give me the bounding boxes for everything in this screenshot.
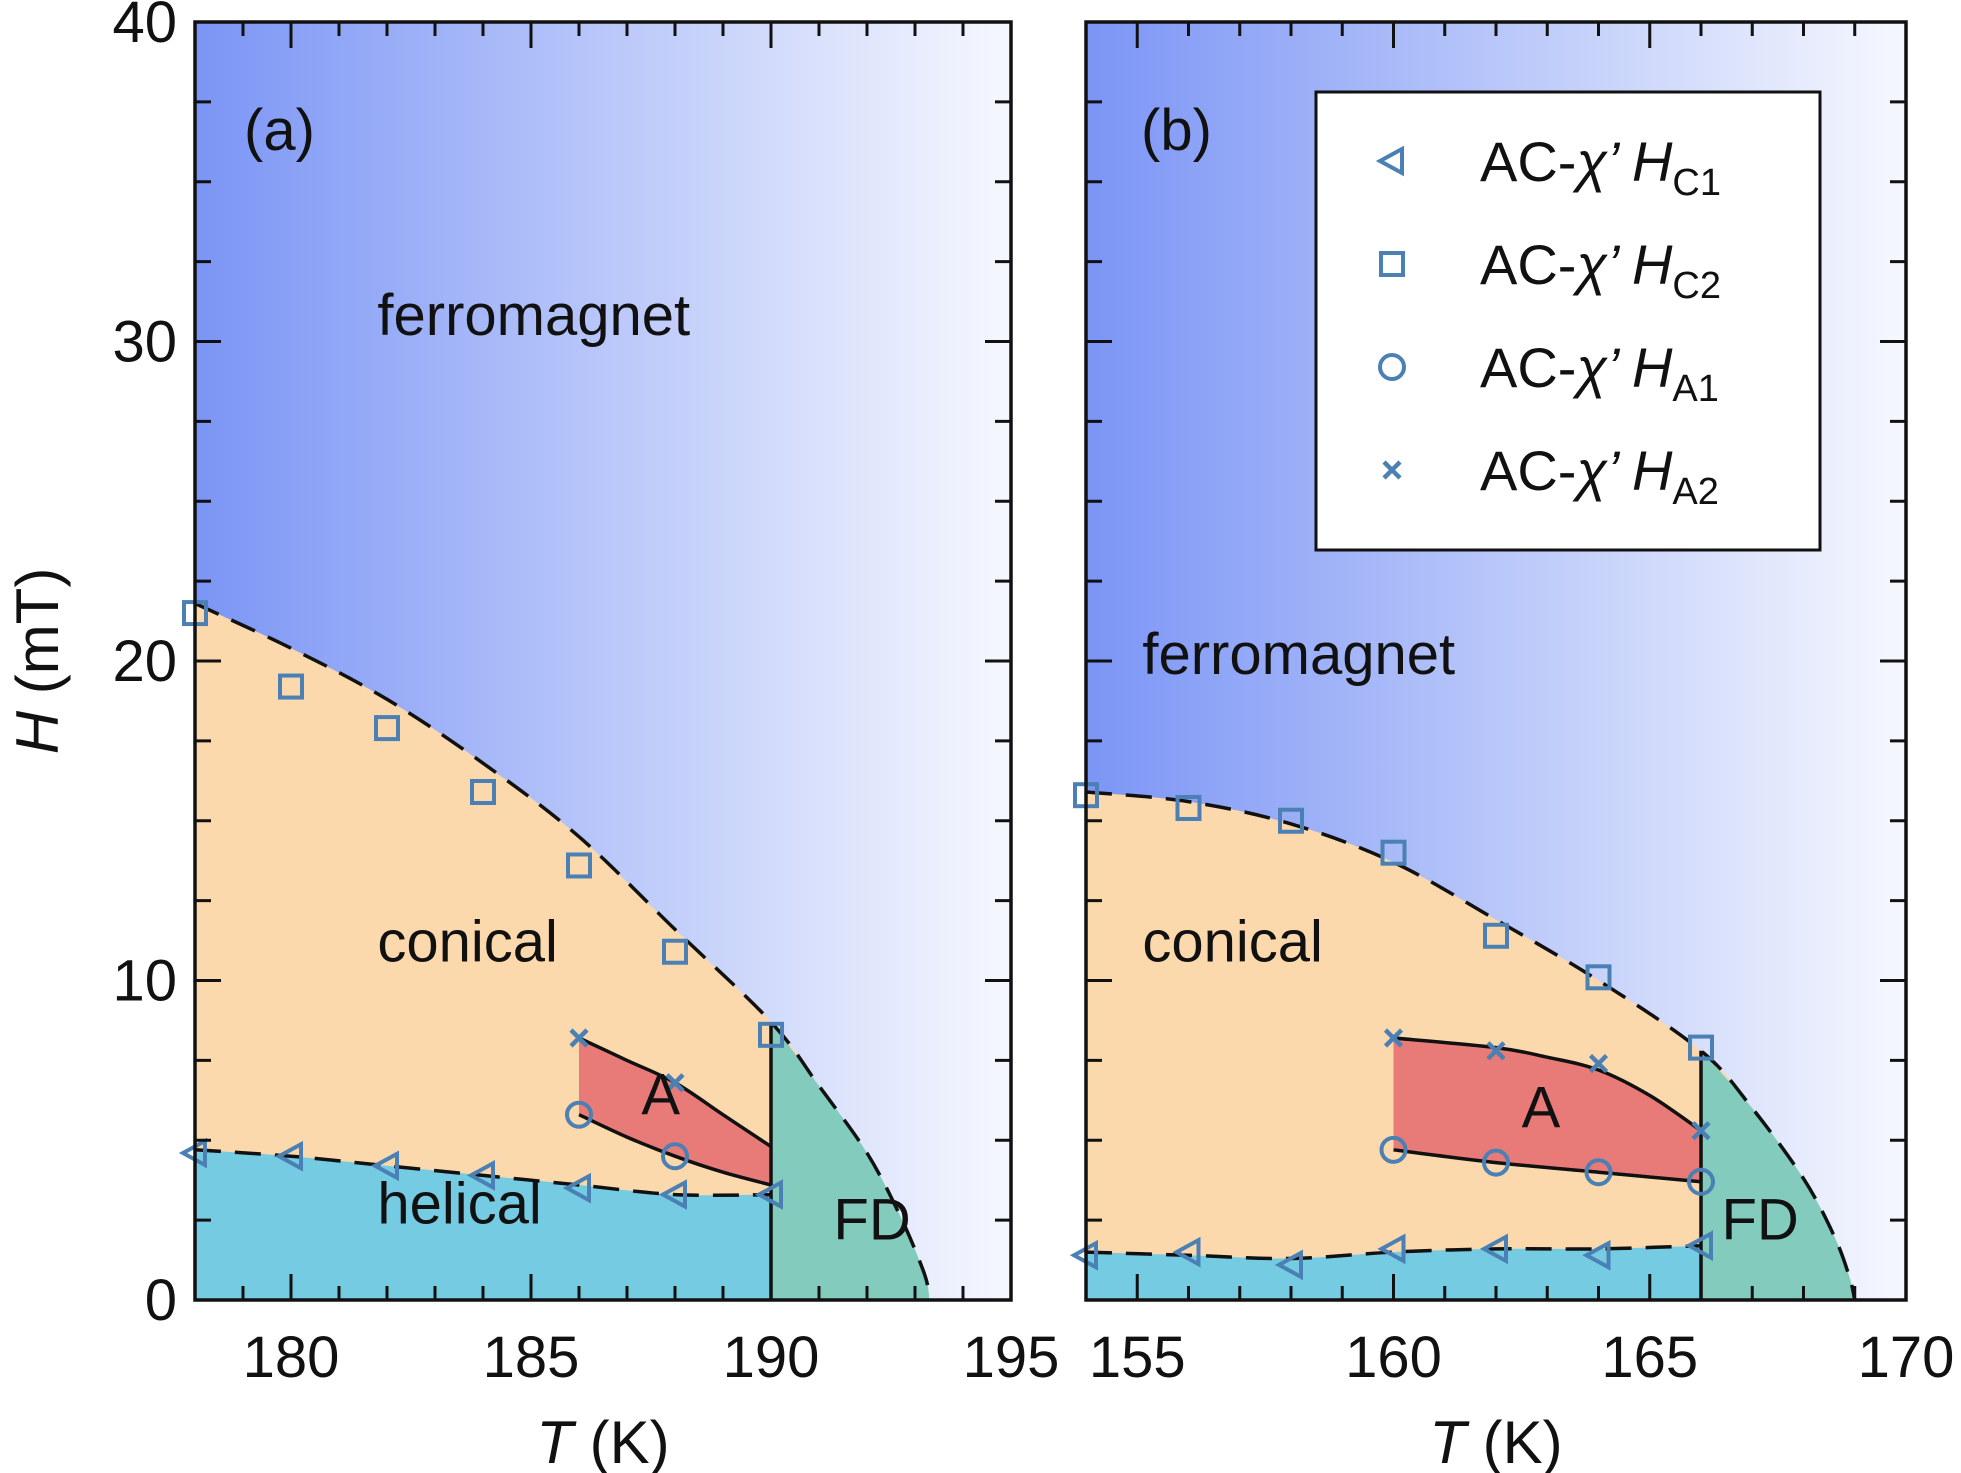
panel-b-hc2-marker [1585,964,1612,991]
panel-a-x-axis-label: T (K) [536,1409,669,1473]
panel-b-x-tick-label: 160 [1345,1325,1442,1390]
panel-a-region-label-conical: conical [377,909,558,974]
panel-a-ticks [193,20,1013,1302]
panel-a-hc1-marker [562,1172,591,1204]
panel-a-region-label-fd: FD [833,1187,910,1252]
panel-a-label: (a) [244,98,315,163]
panel-a-a-lower-line [578,1113,772,1187]
legend-a2-marker [1382,460,1402,480]
legend-c2-marker [1379,251,1405,277]
legend-label-a1: AC-χ’ HA1 [1480,336,1719,410]
panel-b-hc1-boundary-line [1086,1243,1702,1261]
panel-a-hc2-marker [278,673,304,700]
panel-b-ha2-marker [1691,1121,1711,1141]
panel-b-x-tick-label: 155 [1089,1325,1186,1390]
panel-a-x-tick-label: 185 [483,1325,580,1390]
panel-b-region-label-ferromagnet: ferromagnet [1142,622,1455,687]
panel-b-hc1-marker [1377,1233,1406,1265]
panel-a-hc2-marker [470,778,496,805]
panel-a-hc1-marker [466,1160,495,1191]
y-tick-label: 40 [112,0,177,55]
legend-label-a2: AC-χ’ HA2 [1480,439,1719,513]
panel-b-data-markers [1069,782,1715,1281]
panel-b-hc2-boundary-line [1086,790,1857,1300]
legend-c1-marker [1375,145,1404,177]
panel-b-a-lower-line [1393,1148,1702,1184]
panel-b-hc2-marker [1175,794,1202,821]
panel-a-hc2-marker [662,938,688,965]
legend-a1-marker [1378,353,1406,381]
panel-a-hc1-marker [370,1150,399,1182]
panel-a: 0 10 20 30 40 180 185 190 195 ferromagnet conical… [112,0,1059,1473]
y-axis-label: H (mT) [4,568,71,755]
panel-a-plot-area [195,22,1011,1300]
panel-a-x-tick-label: 195 [963,1325,1060,1390]
panel-a-hc1-marker [274,1140,303,1172]
panel-a-hc1-marker [754,1179,783,1210]
panel-a-region-label-a: A [641,1063,680,1128]
panel-b-hc1-marker [1274,1249,1303,1281]
panel-b-ha2-marker [1383,1028,1404,1048]
panel-a-region-label-helical: helical [377,1171,541,1236]
panel-b-hc1-marker [1684,1230,1713,1262]
panel-b-region-label-conical: conical [1142,909,1323,974]
panel-b-a-phase-region [1393,1038,1701,1182]
y-tick-label: 20 [112,629,177,694]
panel-b-tick-labels: 155 160 165 170 [1089,1325,1955,1390]
panel-b-region-label-fd: FD [1722,1187,1799,1252]
panel-a-region-labels: ferromagnet conical helical A FD [377,283,910,1252]
panel-a-hc2-marker [758,1021,784,1048]
panel-b-ha1-marker [1687,1167,1715,1196]
y-tick-label: 0 [145,1268,177,1333]
panel-a-tick-labels: 0 10 20 30 40 180 185 190 195 [112,0,1059,1390]
panel-b-hc1-marker [1172,1236,1201,1268]
panel-a-hc2-marker [374,715,400,742]
panel-b-hc2-marker [1278,807,1304,834]
panel-a-hc1-marker [658,1179,687,1210]
panel-a-x-tick-label: 190 [723,1325,820,1390]
panel-b-x-tick-label: 170 [1858,1325,1955,1390]
panel-a-conical-region [195,603,930,1300]
panel-a-a-phase-region [579,1038,771,1185]
panel-b-hc2-marker [1483,922,1509,949]
panel-b-region-label-a: A [1522,1075,1561,1140]
panel-b-ticks [1084,20,1908,1302]
panel-b-hc1-marker [1582,1239,1611,1271]
y-tick-label: 30 [112,310,177,375]
panel-b-ha1-marker [1379,1135,1408,1164]
panel-a-hc2-marker [566,852,592,879]
panel-b-label: (b) [1141,98,1212,163]
panel-b-a-upper-line [1393,1036,1702,1133]
panel-b-ha1-marker [1482,1148,1510,1177]
panel-a-hc1-boundary-line [195,1148,772,1198]
panel-a-ha2-marker [569,1028,589,1048]
panel-a-hc2-boundary-line [195,601,932,1300]
y-tick-label: 10 [112,949,177,1014]
panel-a-helical-region [195,1149,771,1300]
panel-b-x-axis-label: T (K) [1429,1409,1562,1473]
legend-label-c1: AC-χ’ HC1 [1480,130,1721,204]
panel-a-region-label-ferromagnet: ferromagnet [377,283,690,348]
panel-a-ha1-marker [661,1142,689,1171]
panel-b-hc1-marker [1479,1233,1508,1265]
panel-b-fd-region [1701,1050,1855,1300]
panel-b-ha2-marker [1486,1041,1506,1061]
panel-b-x-tick-label: 165 [1601,1325,1698,1390]
panel-a-fd-region [771,1022,930,1300]
panel-a-ha2-marker [665,1073,685,1093]
legend-label-c2: AC-χ’ HC2 [1480,233,1721,307]
panel-a-x-tick-label: 180 [243,1325,340,1390]
panel-b-ha1-marker [1584,1158,1613,1187]
panel-b-ha2-marker [1588,1053,1609,1074]
panel-b-hc2-marker [1380,839,1407,866]
panel-b-hc2-marker [1688,1034,1714,1061]
panel-a-ha1-marker [565,1100,593,1129]
